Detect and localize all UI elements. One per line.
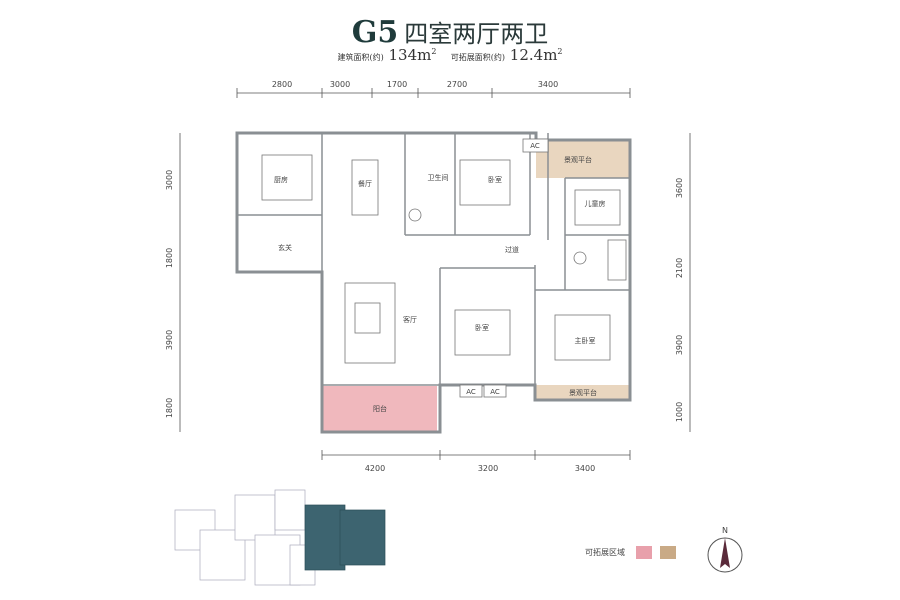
ac-box-1	[459, 384, 483, 398]
dim-bottom-2: 3200	[478, 464, 498, 473]
legend-swatch-tan	[660, 546, 677, 559]
area-sup: 2	[431, 47, 437, 56]
dim-bottom-3: 3400	[575, 464, 595, 473]
dim-top-1: 2800	[272, 80, 292, 89]
dim-top-3: 1700	[387, 80, 407, 89]
dim-right-4: 1000	[675, 402, 684, 422]
room-platform-bottom: 景观平台	[569, 388, 597, 397]
ext-sup: 2	[557, 47, 563, 56]
legend: 可拓展区域	[585, 546, 677, 559]
ac-label-top: AC	[530, 142, 540, 150]
ac-box-top	[522, 138, 549, 153]
dim-top-2: 3000	[330, 80, 350, 89]
legend-swatch-pink	[635, 546, 652, 559]
room-kitchen: 厨房	[274, 175, 288, 184]
ext-label: 可拓展面积(约)	[450, 53, 506, 62]
room-entry: 玄关	[278, 243, 292, 252]
ac-box-2	[483, 384, 507, 398]
dim-left-2: 1800	[165, 248, 174, 268]
ac-label-1: AC	[466, 388, 476, 396]
unit-type: 四室两厅两卫	[404, 20, 549, 48]
dim-bottom-1: 4200	[365, 464, 385, 473]
room-bathroom: 卫生间	[428, 173, 449, 182]
room-master: 主卧室	[575, 336, 596, 345]
dim-right-1: 3600	[675, 178, 684, 198]
site-thumbnail	[174, 489, 386, 586]
unit-code: G5	[351, 15, 399, 50]
legend-label: 可拓展区域	[585, 548, 625, 557]
dim-top-4: 2700	[447, 80, 467, 89]
ext-value: 12.4m	[509, 46, 558, 64]
dim-left-4: 1800	[165, 398, 174, 418]
area-info: 建筑面积(约) 134m2 可拓展面积(约) 12.4m2	[0, 46, 900, 64]
balcony-area	[322, 386, 437, 432]
room-platform-top: 景观平台	[564, 155, 592, 164]
room-dining: 餐厅	[358, 179, 372, 188]
platform-top-area	[536, 140, 630, 178]
compass-north-label: N	[722, 526, 728, 535]
dim-right-2: 2100	[675, 258, 684, 278]
dim-left-1: 3000	[165, 170, 174, 190]
room-balcony: 阳台	[373, 404, 387, 413]
room-corridor: 过道	[505, 245, 519, 254]
room-living: 客厅	[403, 315, 417, 324]
dimension-lines	[179, 88, 691, 460]
area-value: 134m	[388, 46, 432, 64]
room-bedroom-1: 卧室	[488, 175, 502, 184]
furniture	[261, 154, 627, 364]
area-label: 建筑面积(约)	[337, 53, 384, 62]
room-bedroom-2: 卧室	[475, 323, 489, 332]
dim-top-5: 3400	[538, 80, 558, 89]
dim-right-3: 3900	[675, 335, 684, 355]
dim-left-3: 3900	[165, 330, 174, 350]
compass-icon	[707, 537, 743, 573]
ac-label-2: AC	[490, 388, 500, 396]
platform-bottom-area	[535, 385, 630, 400]
room-children: 儿童房	[585, 199, 606, 208]
interior-walls	[237, 133, 630, 386]
